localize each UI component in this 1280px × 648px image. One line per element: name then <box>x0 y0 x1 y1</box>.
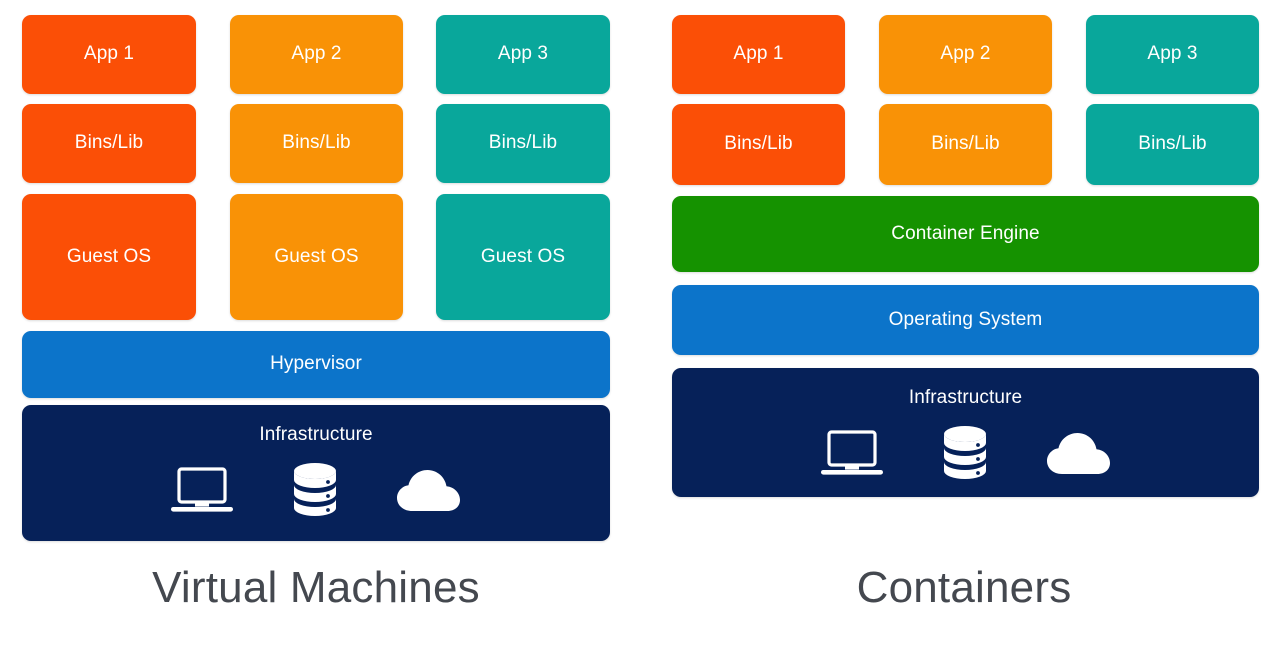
vm-guest-os-1-label: Guest OS <box>66 245 152 267</box>
container-app-2-block[interactable]: App 2 <box>879 15 1052 94</box>
vm-hypervisor-label: Hypervisor <box>270 353 362 375</box>
cloud-icon <box>396 469 462 513</box>
container-bins-lib-3-label: Bins/Lib <box>1138 133 1207 155</box>
container-infrastructure-icons <box>820 425 1112 483</box>
vm-infrastructure-label: Infrastructure <box>259 424 373 445</box>
container-app-1-block[interactable]: App 1 <box>672 15 845 94</box>
vm-app-2-block[interactable]: App 2 <box>230 15 403 94</box>
vm-infrastructure-block[interactable]: Infrastructure <box>22 405 610 541</box>
containers-panel-caption: Containers <box>856 563 1072 612</box>
vm-bins-lib-2-block[interactable]: Bins/Lib <box>230 104 403 183</box>
vm-app-1-label: App 1 <box>83 43 135 65</box>
vm-guest-os-2-label: Guest OS <box>274 245 359 267</box>
container-operating-system-block[interactable]: Operating System <box>672 285 1259 355</box>
vm-guest-os-3-block[interactable]: Guest OS <box>436 194 610 320</box>
vm-guest-os-2-block[interactable]: Guest OS <box>230 194 403 320</box>
vm-infrastructure-icons <box>170 462 462 520</box>
vm-bins-lib-2-label: Bins/Lib <box>282 132 351 154</box>
database-icon <box>940 425 990 483</box>
container-bins-lib-1-block[interactable]: Bins/Lib <box>672 104 845 185</box>
container-app-3-block[interactable]: App 3 <box>1086 15 1259 94</box>
container-bins-lib-2-label: Bins/Lib <box>931 133 1000 155</box>
container-app-1-label: App 1 <box>733 43 784 65</box>
container-bins-lib-1-label: Bins/Lib <box>724 133 793 155</box>
laptop-icon <box>170 465 234 517</box>
container-infrastructure-block[interactable]: Infrastructure <box>672 368 1259 497</box>
vm-guest-os-1-block[interactable]: Guest OS <box>22 194 196 320</box>
vm-app-1-block[interactable]: App 1 <box>22 15 196 94</box>
container-app-3-label: App 3 <box>1147 43 1198 65</box>
container-bins-lib-2-block[interactable]: Bins/Lib <box>879 104 1052 185</box>
container-engine-block[interactable]: Container Engine <box>672 196 1259 272</box>
vm-panel-caption: Virtual Machines <box>152 563 480 612</box>
vm-bins-lib-1-label: Bins/Lib <box>74 132 144 154</box>
container-infrastructure-label: Infrastructure <box>908 387 1023 408</box>
container-bins-lib-3-block[interactable]: Bins/Lib <box>1086 104 1259 185</box>
vm-app-3-label: App 3 <box>497 43 549 65</box>
container-app-2-label: App 2 <box>940 43 991 65</box>
cloud-icon <box>1046 432 1112 476</box>
vm-app-3-block[interactable]: App 3 <box>436 15 610 94</box>
database-icon <box>290 462 340 520</box>
vm-bins-lib-3-label: Bins/Lib <box>488 132 558 154</box>
container-operating-system-label: Operating System <box>888 308 1043 330</box>
vm-app-2-label: App 2 <box>291 43 342 65</box>
container-engine-label: Container Engine <box>891 222 1040 244</box>
vm-guest-os-3-label: Guest OS <box>480 245 566 267</box>
vm-bins-lib-3-block[interactable]: Bins/Lib <box>436 104 610 183</box>
vm-bins-lib-1-block[interactable]: Bins/Lib <box>22 104 196 183</box>
vm-hypervisor-block[interactable]: Hypervisor <box>22 331 610 398</box>
laptop-icon <box>820 428 884 480</box>
